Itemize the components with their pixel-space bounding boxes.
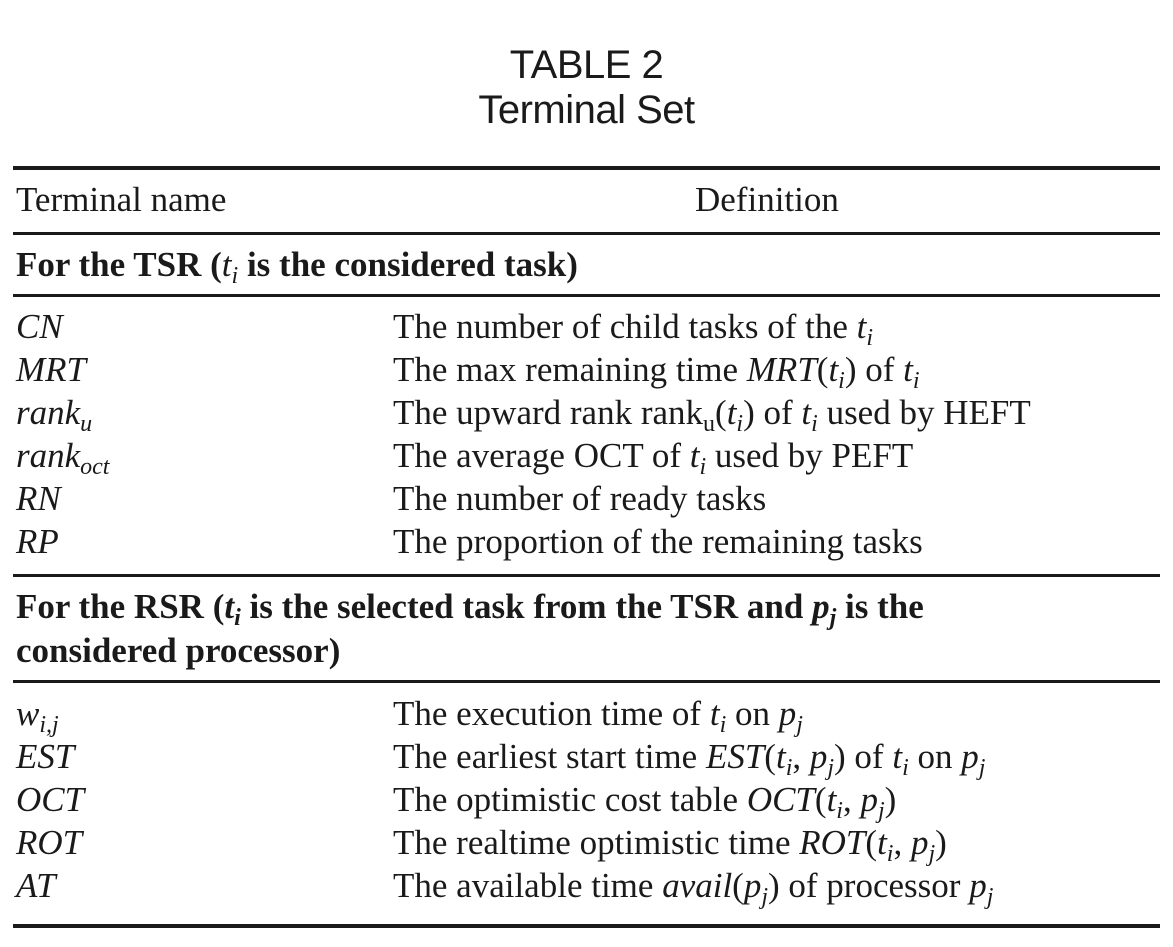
section-heading-rsr-line2: considered processor) <box>16 631 341 670</box>
table-row-term: EST <box>16 737 75 776</box>
bottom-rule <box>13 924 1160 928</box>
table-row-definition: The available time avail(pj) of processo… <box>393 866 994 910</box>
table-row-definition: The execution time of ti on pj <box>393 694 803 738</box>
table-row-definition: The max remaining time MRT(ti) of ti <box>393 350 920 394</box>
table-row-term: ROT <box>16 823 83 862</box>
table-row-term: CN <box>16 307 63 346</box>
table-row-definition: The earliest start time EST(ti, pj) of t… <box>393 737 986 781</box>
table-row-definition: The average OCT of ti used by PEFT <box>393 436 914 480</box>
table-row-term: ranku <box>16 393 93 437</box>
table-row-term: OCT <box>16 780 85 819</box>
section-rule-rsr-top <box>13 574 1160 577</box>
section-rule-rsr <box>13 680 1160 683</box>
top-rule <box>13 166 1160 170</box>
table-title: Terminal Set <box>478 88 695 132</box>
table-row-term: rankoct <box>16 436 110 480</box>
column-header-terminal-name: Terminal name <box>16 180 227 219</box>
section-heading-tsr: For the TSR (ti is the considered task) <box>16 245 578 289</box>
table-row-term: AT <box>16 866 56 905</box>
table-row-term: RN <box>16 479 61 518</box>
table-row-definition: The proportion of the remaining tasks <box>393 522 923 561</box>
section-rule-tsr <box>13 294 1160 297</box>
table-row-term: wi,j <box>16 694 59 738</box>
column-header-definition: Definition <box>695 180 839 219</box>
section-heading-rsr: For the RSR (ti is the selected task fro… <box>16 587 924 631</box>
table-row-term: RP <box>16 522 59 561</box>
table-number: TABLE 2 <box>509 43 664 87</box>
table-row-definition: The number of ready tasks <box>393 479 767 518</box>
table-row-term: MRT <box>16 350 86 389</box>
table-row-definition: The optimistic cost table OCT(ti, pj) <box>393 780 897 824</box>
table-row-definition: The realtime optimistic time ROT(ti, pj) <box>393 823 947 867</box>
table-row-definition: The upward rank ranku(ti) of ti used by … <box>393 393 1031 437</box>
table-row-definition: The number of child tasks of the ti <box>393 307 874 351</box>
header-rule <box>13 232 1160 235</box>
